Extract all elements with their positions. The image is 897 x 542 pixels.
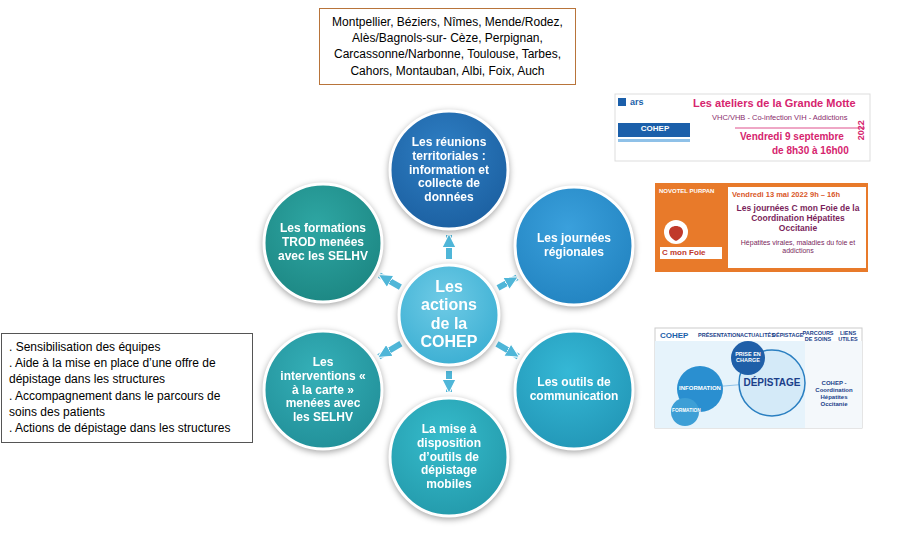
circle-text-block: Les interventions « à la carte » menées … — [277, 356, 369, 425]
poster-date: Vendredi 13 mai 2022 9h – 16h — [732, 191, 840, 200]
box-text-block: . Sensibilisation des équipes. Aide à la… — [9, 339, 245, 436]
menu-item: ACTUALITÉS — [740, 332, 775, 338]
topic-label: FORMATION — [672, 408, 698, 414]
circle-shape — [264, 331, 382, 449]
bullet-item: . Sensibilisation des équipes — [9, 339, 245, 355]
action-circle: Les journées régionales — [512, 184, 636, 308]
logo-underline — [618, 139, 690, 142]
poster-subtitle: Hépatites virales, maladies du foie et a… — [732, 239, 864, 255]
site-tagline: COHEP - Coordination Hépatites Occitanie — [808, 380, 860, 408]
poster-subtitle: VHC/VHB - Co-infection VIH - Addictions — [712, 114, 847, 123]
city-list: Montpellier, Béziers, Nîmes, Mende/Rodez… — [327, 14, 568, 79]
topic-circle — [731, 341, 765, 375]
menu-item: PRÉSENTATION — [698, 332, 740, 338]
poster-journees — [655, 183, 868, 272]
hub-label: DÉPISTAGE — [742, 377, 802, 389]
poster-title: Les ateliers de la Grande Motte — [693, 97, 856, 110]
topic-label: PRISE EN CHARGE — [732, 351, 764, 364]
action-circle: Les interventions « à la carte » menées … — [261, 328, 385, 452]
circle-label: Les réunions territoriales : information… — [403, 136, 495, 205]
circle-text-block: Les actions de la COHEP — [410, 278, 488, 352]
circle-label: Les interventions « à la carte » menées … — [277, 356, 369, 425]
logo-text: ars — [630, 97, 644, 107]
liver-icon — [669, 226, 683, 241]
circle-label: Les outils de communication — [528, 376, 620, 404]
topic-circle — [671, 398, 699, 426]
side-panel — [805, 341, 862, 428]
box-text-block: Montpellier, Béziers, Nîmes, Mende/Rodez… — [327, 14, 568, 79]
bullet-item: . Aide à la mise en place d’une offre de… — [9, 355, 245, 387]
action-circle: Les formations TROD menées avec les SELH… — [261, 181, 385, 305]
poster-rule — [735, 128, 865, 129]
logo-label-patch — [660, 247, 722, 259]
action-circle: Les outils de communication — [512, 328, 636, 452]
action-arrow — [379, 344, 401, 357]
action-arrow — [446, 371, 452, 392]
venue-name: NOVOTEL PURPAN — [659, 188, 714, 195]
circle-text-block: Les journées régionales — [528, 232, 620, 260]
circle-label: La mise à disposition d’outils de dépist… — [403, 423, 495, 492]
poster-panel — [728, 187, 866, 268]
circle-shape — [264, 184, 382, 302]
logo-disc — [664, 220, 688, 244]
logo-text: COHEP — [624, 124, 686, 133]
circle-label: Les journées régionales — [528, 232, 620, 260]
bullet-item: . Actions de dépistage dans les structur… — [9, 420, 245, 436]
action-arrow — [497, 344, 518, 357]
circle-label: Les formations TROD menées avec les SELH… — [277, 222, 369, 263]
circle-shape — [515, 331, 633, 449]
site-logo: COHEP — [660, 331, 688, 340]
bullet-list-box: . Sensibilisation des équipes. Aide à la… — [1, 333, 253, 443]
circle-text-block: Les formations TROD menées avec les SELH… — [277, 222, 369, 263]
circle-shape — [390, 398, 508, 516]
cohep-logo-band — [618, 123, 690, 137]
poster-frame — [615, 94, 870, 161]
circle-shape — [390, 111, 508, 229]
action-arrow — [498, 277, 517, 288]
screenshot-frame — [655, 328, 862, 428]
circle-label: Les actions de la COHEP — [410, 278, 488, 352]
city-list-box: Montpellier, Béziers, Nîmes, Mende/Rodez… — [319, 8, 576, 85]
action-circle: Les réunions territoriales : information… — [387, 108, 511, 232]
logo-mark — [618, 98, 626, 106]
circle-text-block: Les outils de communication — [528, 376, 620, 404]
website-screenshot — [655, 328, 862, 428]
circle-text-block: Les réunions territoriales : information… — [403, 136, 495, 205]
hero-panel — [655, 341, 805, 428]
topic-label: INFORMATION — [679, 385, 721, 392]
poster-title: Les journées C mon Foie de la Coordinati… — [732, 204, 864, 233]
poster-ateliers — [615, 94, 870, 161]
central-circle: Les actions de la COHEP — [396, 262, 502, 368]
poster-year: 2022 — [856, 120, 866, 140]
menu-item: LIENS UTILES — [836, 330, 860, 343]
circle-text-block: La mise à disposition d’outils de dépist… — [403, 423, 495, 492]
logo-text: C mon Foie — [662, 248, 706, 257]
poster-time: de 8h30 à 16h00 — [772, 145, 849, 157]
poster-date: Vendredi 9 septembre — [740, 131, 844, 143]
action-arrow — [379, 275, 400, 287]
menu-item: DÉPISTAGE — [772, 332, 803, 338]
circle-shape — [399, 265, 499, 365]
circle-shape — [515, 187, 633, 305]
poster-ground — [655, 183, 868, 272]
bullet-item: . Accompagnement dans le parcours de soi… — [9, 388, 245, 420]
menu-item: PARCOURS DE SOINS — [802, 330, 834, 343]
action-circle: La mise à disposition d’outils de dépist… — [387, 395, 511, 519]
action-arrow — [446, 235, 452, 259]
